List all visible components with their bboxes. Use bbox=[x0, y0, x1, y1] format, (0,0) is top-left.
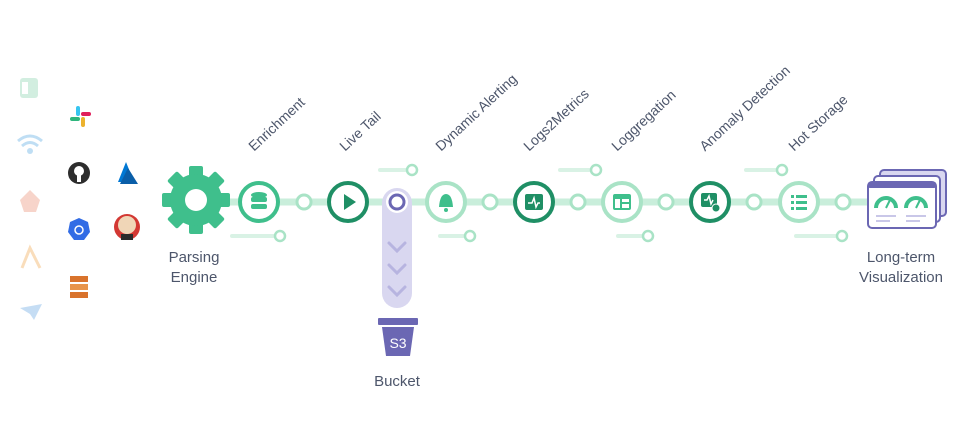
bird-icon bbox=[20, 304, 42, 320]
stage-live-tail bbox=[327, 181, 369, 223]
aws-lambda-icon bbox=[20, 244, 42, 269]
kubernetes-icon bbox=[68, 218, 90, 240]
source-github bbox=[68, 162, 90, 184]
faded-sources bbox=[17, 78, 43, 320]
database-icon bbox=[251, 192, 267, 209]
aws-icon bbox=[70, 276, 88, 298]
junction-nodes bbox=[295, 193, 852, 211]
s3-branch bbox=[382, 188, 412, 308]
stage-logs2metrics bbox=[513, 181, 555, 223]
azure-icon bbox=[118, 162, 138, 184]
play-icon bbox=[344, 194, 356, 210]
fluentd-icon bbox=[20, 190, 40, 212]
github-icon bbox=[68, 162, 90, 184]
stage-anomaly-detection bbox=[689, 181, 731, 223]
source-azure bbox=[110, 156, 144, 190]
elastic-beats-icon bbox=[20, 78, 38, 98]
slack-icon bbox=[70, 106, 91, 127]
jenkins-icon bbox=[114, 214, 140, 240]
stage-dynamic-alerting bbox=[425, 181, 467, 223]
chevron-down-icon bbox=[387, 241, 407, 298]
alert-monitor-icon bbox=[701, 193, 721, 213]
bell-icon bbox=[439, 194, 453, 212]
bucket-icon bbox=[378, 318, 418, 356]
bucket-label: Bucket bbox=[374, 373, 420, 390]
side-branches bbox=[230, 163, 849, 243]
gear-icon bbox=[162, 166, 230, 234]
stage-hot-storage bbox=[778, 181, 820, 223]
metrics-icon bbox=[525, 194, 543, 210]
parsing-engine-label-line1: Parsing bbox=[168, 249, 220, 266]
table-icon bbox=[613, 194, 631, 210]
dashboard-icon bbox=[867, 169, 947, 229]
source-aws bbox=[70, 276, 88, 298]
parsing-engine-label-line2: Engine bbox=[170, 269, 218, 286]
source-kubernetes bbox=[68, 218, 90, 240]
parsing-engine-label: Parsing Engine bbox=[158, 248, 230, 288]
visualization-label-line2: Visualization bbox=[859, 269, 943, 286]
bucket-badge: S3 bbox=[389, 335, 406, 351]
wifi-icon bbox=[17, 134, 43, 154]
stage-loggregation bbox=[601, 181, 643, 223]
visualization-label: Long-term Visualization bbox=[848, 248, 954, 288]
source-jenkins bbox=[114, 214, 140, 240]
list-icon bbox=[791, 195, 807, 210]
stage-enrichment bbox=[238, 181, 280, 223]
visualization-label-line1: Long-term bbox=[866, 249, 936, 266]
source-slack bbox=[64, 100, 94, 130]
